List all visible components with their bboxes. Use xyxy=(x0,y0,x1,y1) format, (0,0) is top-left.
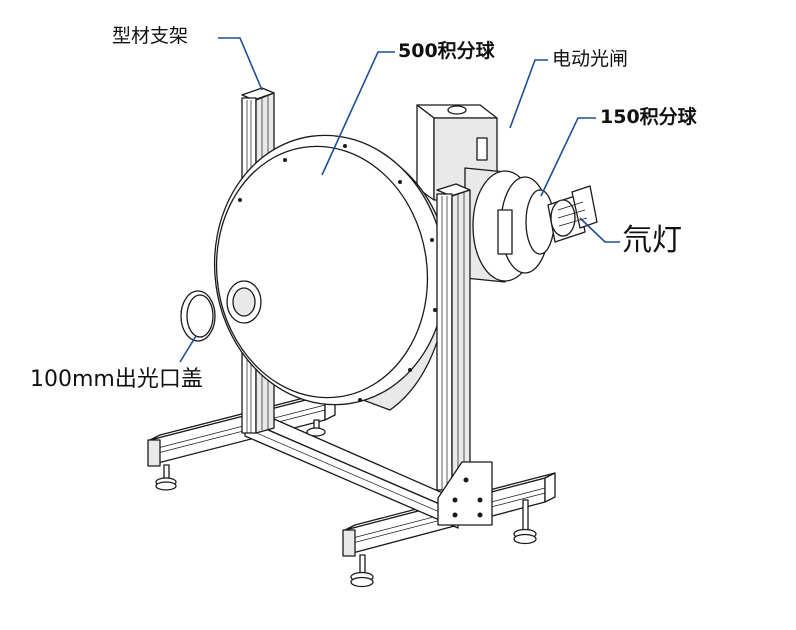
gusset-plate xyxy=(437,461,493,526)
base-beam xyxy=(244,411,471,529)
label-lamp: 氘灯 xyxy=(622,223,682,258)
leveling-foot-rear-left xyxy=(155,464,177,491)
shutter-box xyxy=(416,104,498,201)
leader-lines xyxy=(179,37,620,363)
output-port xyxy=(226,280,262,324)
front-upright-post xyxy=(436,183,471,491)
label-frame: 型材支架 xyxy=(112,25,189,47)
label-shutter: 电动光闸 xyxy=(552,48,629,70)
leveling-foot-rear-right xyxy=(306,419,326,437)
label-port-cover: 100mm出光口盖 xyxy=(30,367,203,392)
leveling-foot-front-left xyxy=(350,554,374,588)
sphere-150 xyxy=(464,167,555,283)
leader-sphere500 xyxy=(321,51,395,176)
leader-port-cover xyxy=(179,335,197,363)
port-cover xyxy=(180,290,216,342)
label-sphere-500: 500积分球 xyxy=(398,40,495,62)
sphere-500 xyxy=(213,134,449,411)
leveling-foot-front-right xyxy=(513,499,537,545)
leader-frame xyxy=(218,37,263,91)
lamp-housing xyxy=(547,185,598,243)
label-sphere-150: 150积分球 xyxy=(600,106,697,128)
leader-lamp xyxy=(579,217,620,243)
leader-sphere150 xyxy=(540,117,596,197)
leader-shutter xyxy=(509,59,548,129)
